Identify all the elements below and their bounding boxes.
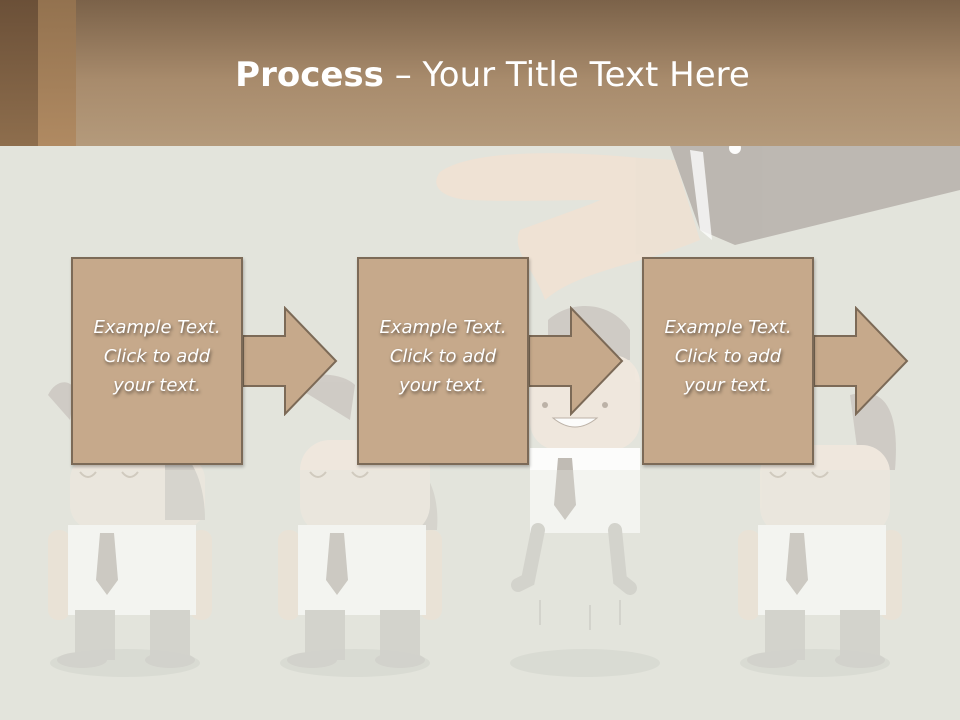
- process-step-3[interactable]: Example Text. Click to add your text.: [642, 257, 814, 465]
- header-stripe-light: [38, 0, 76, 146]
- step-2-text[interactable]: Example Text. Click to add your text.: [379, 317, 507, 396]
- arrow-right-icon: [813, 306, 909, 416]
- title-rest: Your Title Text Here: [422, 55, 750, 95]
- arrow-right-icon: [242, 306, 338, 416]
- arrow-right-icon: [528, 306, 624, 416]
- title-bold-part: Process: [235, 55, 384, 95]
- title-bar: [0, 0, 960, 146]
- process-step-2[interactable]: Example Text. Click to add your text.: [357, 257, 529, 465]
- header-stripe-dark: [0, 0, 38, 146]
- step-1-text[interactable]: Example Text. Click to add your text.: [93, 317, 221, 396]
- background-illustration: [0, 146, 960, 720]
- slide-title[interactable]: Process – Your Title Text Here: [0, 52, 960, 98]
- hand-illustration: [436, 146, 960, 300]
- process-step-1[interactable]: Example Text. Click to add your text.: [71, 257, 243, 465]
- step-3-text[interactable]: Example Text. Click to add your text.: [664, 317, 792, 396]
- person-1: [48, 382, 212, 668]
- person-4: [738, 392, 902, 668]
- title-dash: –: [383, 55, 423, 95]
